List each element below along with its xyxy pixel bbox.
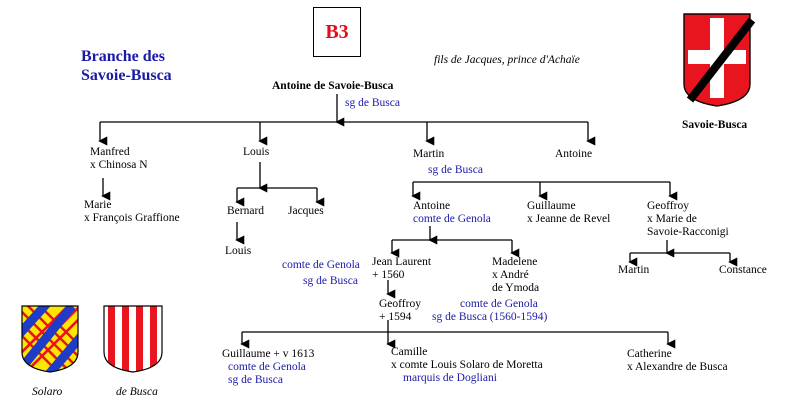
person-marie: Marie x François Graffione [84, 199, 180, 224]
person-manfred: Manfred x Chinosa N [90, 146, 148, 171]
person-jean-laurent: Jean Laurent + 1560 [372, 256, 432, 281]
person-louis-gen3: Louis [225, 245, 252, 257]
person-guillaume-gen2: Guillaume x Jeanne de Revel [527, 200, 611, 225]
lineage-note: fils de Jacques, prince d'Achaïe [434, 54, 580, 66]
martin-title: sg de Busca [428, 164, 483, 176]
root-title: sg de Busca [345, 97, 400, 109]
busca-label: de Busca [116, 386, 158, 398]
person-martin: Martin [413, 148, 445, 160]
savoie-busca-label: Savoie-Busca [682, 119, 748, 131]
person-constance: Constance [719, 264, 767, 276]
savoie-busca-arms [683, 13, 756, 107]
person-louis: Louis [243, 146, 270, 158]
person-guillaume-gen5: Guillaume + v 1613 comte de Genola sg de… [222, 348, 315, 386]
person-antoine-gen1: Antoine [555, 148, 593, 160]
solaro-arms [21, 305, 79, 373]
person-camille: Camille x comte Louis Solaro de Moretta … [391, 346, 543, 384]
jean-laurent-title-1: comte de Genola [282, 259, 360, 271]
person-geoffroy-gen4: Geoffroy + 1594 [379, 298, 421, 323]
person-madelene: Madelene x André de Ymoda [492, 256, 540, 294]
busca-arms [103, 305, 163, 373]
person-catherine: Catherine x Alexandre de Busca [627, 348, 728, 373]
geoffroy-titles: comte de Genola sg de Busca (1560-1594) [432, 298, 548, 323]
root-name: Antoine de Savoie-Busca [272, 80, 394, 92]
solaro-label: Solaro [32, 386, 63, 398]
person-geoffroy-gen2: Geoffroy x Marie de Savoie-Racconigi [647, 200, 729, 238]
jean-laurent-title-2: sg de Busca [303, 275, 358, 287]
person-bernard: Bernard [227, 205, 265, 217]
branch-badge: B3 [313, 7, 361, 57]
branch-title: Branche des Savoie-Busca [81, 48, 172, 84]
person-martin-gen3: Martin [618, 264, 650, 276]
person-antoine-gen2: Antoine comte de Genola [413, 200, 491, 225]
person-jacques: Jacques [288, 205, 324, 217]
